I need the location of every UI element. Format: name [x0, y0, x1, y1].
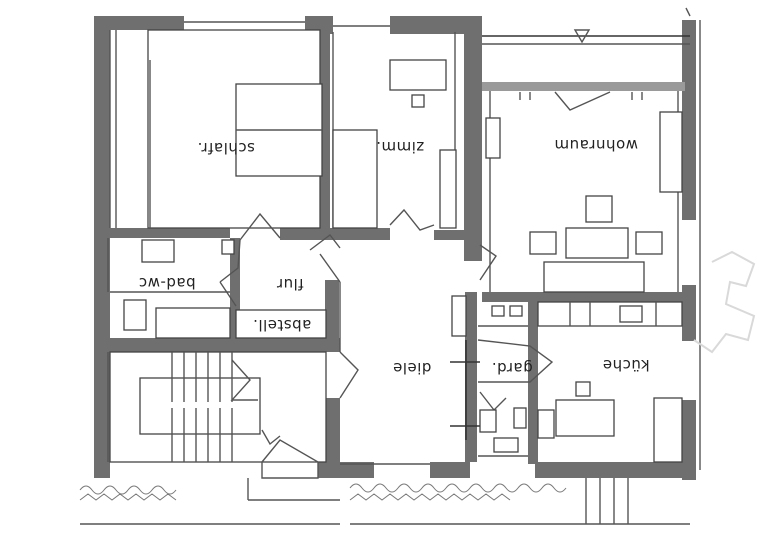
wall-bad-bottom — [110, 338, 340, 352]
wall-zimmer-bottom — [280, 228, 390, 240]
wall-flur-right — [325, 280, 339, 350]
watermark-logo-icon — [693, 250, 756, 354]
wall-bottom-mid — [318, 462, 374, 478]
entrance-step — [261, 439, 319, 479]
room-wohnraum: wohnraum — [485, 91, 683, 293]
cabinet — [659, 111, 683, 193]
armchair-left — [529, 231, 557, 255]
wall-top-right — [390, 16, 480, 34]
wall-bottom-diele — [430, 462, 470, 478]
gard-cupboard — [479, 409, 497, 433]
wall-top-left — [94, 16, 184, 30]
north-arrow-icon — [573, 29, 591, 44]
room-garderobe: gard. — [477, 305, 554, 457]
desk — [389, 59, 447, 91]
room-zimmer: zimm. — [332, 59, 457, 229]
gard-shelf — [513, 407, 527, 429]
wall-bottom-right — [535, 462, 695, 478]
toilet-tank — [221, 239, 235, 255]
label-kueche: küche — [602, 356, 649, 374]
wall-left — [94, 16, 110, 478]
staircase — [109, 351, 340, 501]
wall-right-lower — [682, 400, 696, 480]
label-abstell: abstell. — [253, 316, 312, 334]
toilet — [123, 299, 147, 331]
storage-box — [235, 309, 327, 339]
gard-hook-2 — [509, 305, 523, 317]
wall-zimmer-bottom-right — [434, 230, 482, 240]
kitchen-cabinet — [653, 397, 683, 463]
shelf — [439, 149, 457, 229]
label-diele: diele — [393, 359, 432, 377]
chair — [411, 94, 425, 108]
wall-kueche-top — [482, 292, 686, 302]
armchair-top — [585, 195, 613, 223]
kitchen-counter — [537, 301, 683, 327]
wall-bottom-left — [94, 462, 108, 478]
door-swing-stair — [339, 351, 359, 399]
outer-walls — [94, 16, 696, 480]
room-flur: flur abstell. — [219, 212, 327, 339]
sideboard — [485, 117, 501, 159]
armchair-right — [635, 231, 663, 255]
door-swing-flur — [219, 212, 281, 283]
room-kueche: küche — [537, 301, 683, 463]
room-bad-wc: bad-wc — [110, 239, 235, 339]
bathtub — [155, 307, 231, 339]
stair-well — [139, 377, 261, 435]
garden-hatch — [79, 478, 690, 525]
door-swing-diele — [389, 208, 435, 231]
coffee-table — [565, 227, 629, 259]
label-garderobe: gard. — [491, 359, 532, 377]
kitchen-chair-left — [537, 409, 555, 439]
wall-stair-right — [326, 398, 340, 464]
label-wohnraum: wohnraum — [554, 136, 638, 154]
single-bed — [332, 129, 378, 229]
label-bad-wc: bad-wc — [138, 274, 195, 292]
wall-schlafen-bottom — [110, 228, 230, 238]
door-swing-gard — [479, 391, 507, 412]
sink — [619, 305, 643, 323]
wall-bad-flur — [230, 238, 240, 348]
window-door — [554, 91, 611, 111]
wall-wohnraum-top — [480, 82, 685, 91]
wall-gard-left — [465, 292, 477, 462]
wall-bad-left — [96, 292, 110, 340]
washbasin — [141, 239, 175, 263]
label-flur: flur — [276, 275, 303, 293]
wall-schlafen-zimmer — [318, 22, 330, 238]
room-diele: diele — [309, 208, 497, 440]
kitchen-table — [555, 399, 615, 437]
room-schlafen: schlafr. — [147, 29, 323, 229]
diele-cabinet — [451, 295, 467, 337]
wall-right-upper — [682, 20, 696, 220]
outline-lines — [107, 7, 701, 470]
sofa — [543, 261, 645, 293]
stair-arrow-icon — [230, 359, 258, 401]
inner-walls — [96, 22, 686, 464]
kitchen-chair-top — [575, 381, 591, 397]
label-schlafen: schlafr. — [197, 139, 255, 157]
gard-bench — [493, 437, 519, 453]
gard-hook-1 — [491, 305, 505, 317]
wall-kueche-left — [528, 300, 538, 464]
label-zimmer: zimm. — [376, 138, 425, 156]
wall-zimmer-right — [464, 16, 482, 261]
